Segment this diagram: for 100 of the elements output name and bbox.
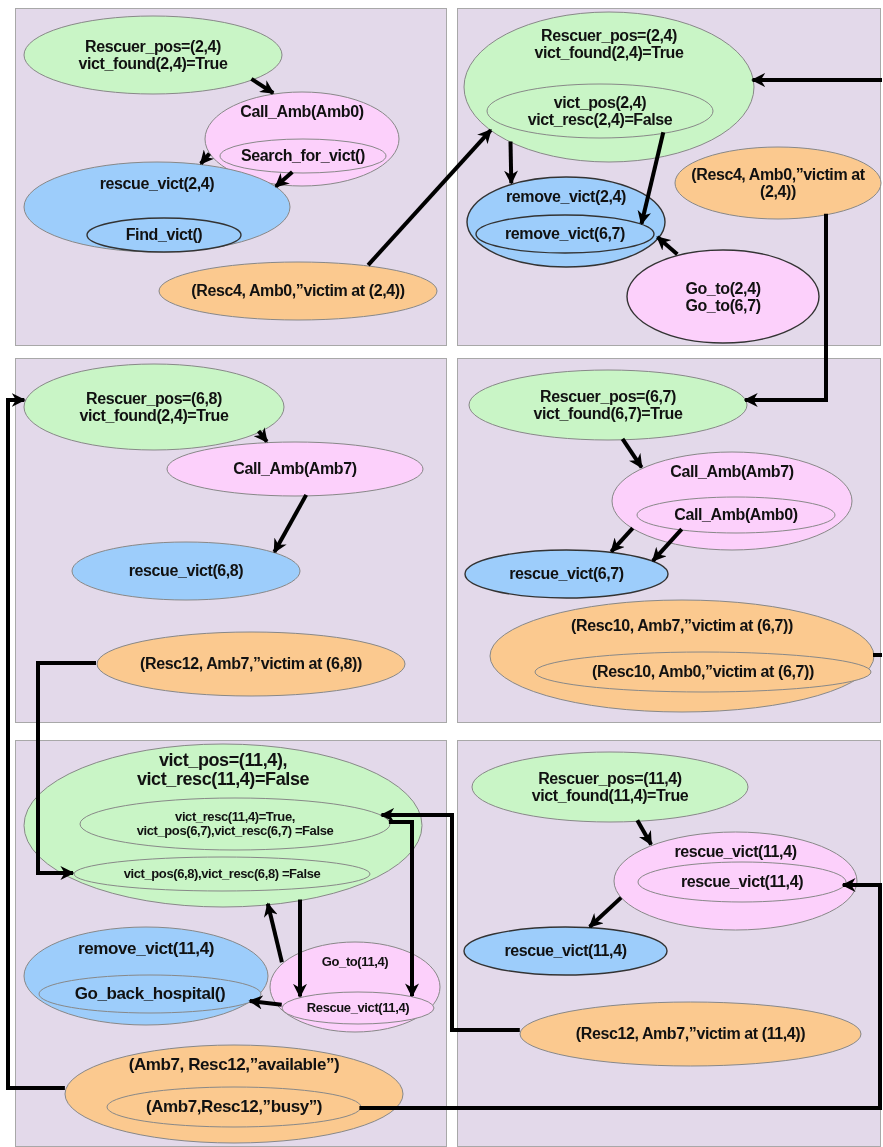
node-text: vict_resc(11,4)=True,	[175, 809, 295, 824]
state-ellipse	[613, 831, 858, 931]
arrow	[272, 493, 308, 554]
node-text: vict_pos(6,8),vict_resc(6,8) =False	[123, 867, 321, 881]
arrow	[250, 77, 275, 95]
arrow	[359, 878, 882, 1110]
arrow	[248, 995, 282, 1010]
node-text: rescue_vict(2,4)	[99, 175, 215, 193]
arrow	[504, 141, 519, 185]
node-text: rescue_vict(6,8)	[128, 562, 244, 580]
node-text: (Resc4, Amb0,”victim at (2,4))	[690, 165, 866, 201]
node-text: remove_vict(11,4)	[78, 940, 214, 959]
node-text: (Amb7,Resc12,”busy”)	[145, 1097, 323, 1117]
node-text: vict_pos(2,4)	[553, 93, 647, 111]
state-ellipse	[281, 991, 435, 1025]
node-text: vict_found(11,4)=True	[531, 787, 689, 805]
state-ellipse	[71, 541, 301, 601]
state-ellipse	[674, 146, 882, 220]
node-text: Rescuer_pos=(2,4)	[541, 27, 677, 45]
panel	[15, 8, 447, 346]
state-ellipse	[489, 599, 875, 713]
state-ellipse	[23, 15, 283, 95]
state-ellipse	[466, 176, 666, 268]
node-text: Go_to(6,7)	[685, 296, 761, 314]
state-ellipse	[637, 861, 847, 903]
node-text: vict_pos(6,7),vict_resc(6,7) =False	[136, 824, 334, 839]
arrow	[199, 149, 215, 165]
node-text: rescue_vict(11,4)	[674, 843, 797, 861]
state-ellipse	[166, 441, 424, 497]
node-text: vict_found(2,4)=True	[79, 407, 229, 425]
state-ellipse	[86, 217, 242, 253]
node-text: vict_resc(2,4)=False	[527, 111, 673, 129]
state-ellipse	[23, 926, 269, 1026]
state-ellipse	[96, 631, 406, 697]
state-ellipse	[486, 83, 714, 139]
state-ellipse	[106, 1086, 362, 1128]
state-ellipse	[636, 496, 836, 534]
state-ellipse	[23, 743, 423, 908]
node-text: (Resc12, Amb7,”victim at (11,4))	[575, 1025, 806, 1043]
node-text: Find_vict()	[125, 226, 203, 244]
node-text: Call_Amb(Amb7)	[233, 460, 357, 478]
arrow	[637, 131, 666, 226]
arrow	[588, 896, 623, 929]
node-text: rescue_vict(11,4)	[504, 942, 627, 960]
node-text: (Resc4, Amb0,”victim at (2,4))	[191, 282, 405, 300]
node-text: (Resc10, Amb0,”victim at (6,7))	[592, 663, 814, 681]
panel	[457, 8, 881, 346]
node-text: (Resc12, Amb7,”victim at (6,8))	[140, 655, 362, 673]
node-text: Rescuer_pos=(6,8)	[86, 389, 222, 407]
state-ellipse	[611, 451, 853, 551]
node-text: remove_vict(2,4)	[506, 188, 626, 206]
state-ellipse	[468, 369, 748, 441]
state-ellipse	[519, 1001, 862, 1067]
state-ellipse	[23, 363, 285, 451]
state-ellipse	[73, 856, 371, 892]
arrow	[36, 661, 96, 880]
panel	[457, 358, 881, 723]
node-text: (Amb7, Resc12,”available”)	[128, 1056, 340, 1075]
node-text: Rescue_vict(11,4)	[306, 1001, 410, 1015]
arrow	[751, 73, 882, 87]
node-text: Search_for_vict()	[241, 147, 365, 165]
state-ellipse	[471, 751, 749, 823]
arrow	[6, 393, 65, 1090]
node-text: remove_vict(6,7)	[505, 225, 625, 243]
state-ellipse	[158, 261, 438, 321]
state-ellipse	[79, 797, 391, 851]
state-ellipse	[64, 1044, 404, 1144]
state-ellipse	[626, 249, 820, 344]
node-text: Go_to(2,4)	[685, 279, 761, 297]
node-text: Call_Amb(Amb0)	[674, 506, 798, 524]
node-text: rescue_vict(11,4)	[680, 873, 804, 891]
arrow	[263, 902, 284, 963]
state-ellipse	[269, 941, 441, 1033]
node-text: Rescuer_pos=(11,4)	[538, 769, 682, 787]
node-text: vict_resc(11,4)=False	[136, 770, 310, 790]
arrow	[609, 526, 635, 553]
state-ellipse	[38, 974, 262, 1014]
arrow	[635, 819, 653, 846]
arrow	[620, 437, 644, 469]
state-ellipse	[463, 11, 755, 163]
node-text: Go_to(11,4)	[321, 955, 389, 970]
node-text: Rescuer_pos=(6,7)	[540, 387, 676, 405]
panel	[15, 358, 447, 723]
state-ellipse	[463, 926, 668, 976]
node-text: rescue_vict(6,7)	[509, 565, 624, 583]
arrow	[651, 527, 684, 563]
arrow	[293, 899, 307, 998]
node-text: Rescuer_pos=(2,4)	[85, 37, 221, 55]
node-text: Call_Amb(Amb0)	[240, 103, 364, 121]
state-ellipse	[219, 138, 387, 174]
state-ellipse	[475, 214, 655, 254]
node-text: vict_found(2,4)=True	[534, 44, 684, 62]
arrow	[366, 128, 493, 267]
arrow	[656, 235, 679, 256]
arrow	[388, 820, 419, 998]
arrow	[380, 808, 520, 1032]
state-ellipse	[464, 549, 669, 599]
arrow	[253, 427, 269, 443]
node-text: vict_found(6,7)=True	[533, 405, 683, 423]
node-text: vict_found(2,4)=True	[78, 55, 228, 73]
